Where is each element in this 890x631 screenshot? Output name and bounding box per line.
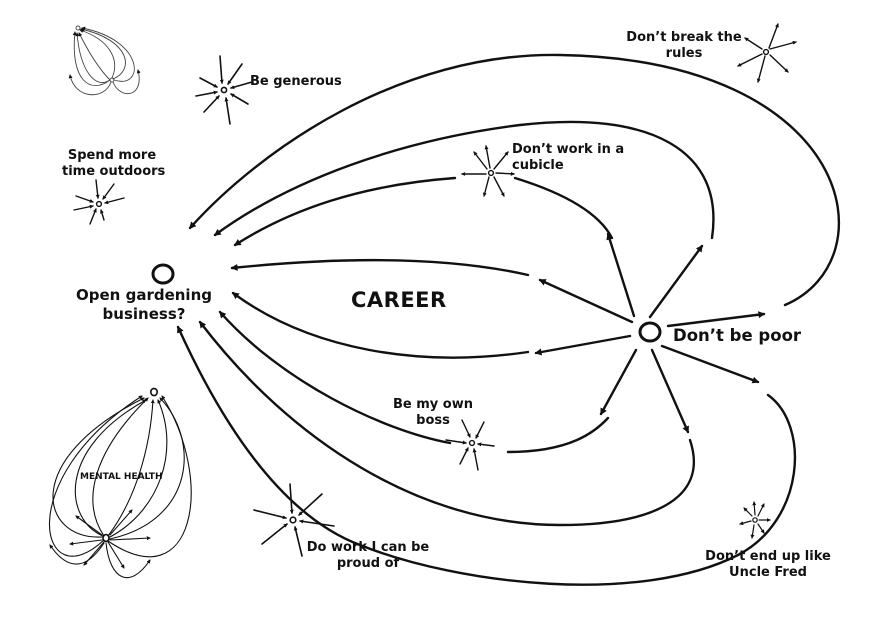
value-outdoors-line2: time outdoors (62, 164, 166, 180)
mental-health-label: MENTAL HEALTH (80, 472, 163, 482)
root-node-circle (638, 321, 662, 343)
edge-own-boss (218, 310, 452, 445)
center-node-label-line2: business? (102, 304, 186, 323)
star-outdoors (73, 179, 125, 225)
value-uncle-fred-line2: Uncle Fred (729, 565, 807, 581)
root-node-label: Don’t be poor (673, 326, 802, 345)
value-break-rules: Don’t break the rules (624, 30, 744, 63)
value-outdoors-line1: Spend more (67, 148, 157, 163)
center-node-label-line1: Open gardening (76, 286, 212, 304)
star-break-rules (737, 23, 797, 83)
value-be-generous: Be generous (250, 74, 342, 89)
star-uncle-fred (739, 501, 771, 539)
value-cubicle: Don’t work in a cubicle (512, 142, 624, 175)
sketch-mini-heart (68, 25, 141, 96)
edge-uncle-fred (176, 325, 797, 586)
edge-cubicle-in (513, 176, 614, 240)
value-proud: Do work I can be proud of (306, 540, 430, 573)
value-cubicle-line2: cubicle (512, 158, 564, 174)
edge-root-top-2 (213, 120, 715, 240)
value-proud-line1: Do work I can be (306, 540, 430, 555)
center-node-circle (151, 263, 175, 285)
star-own-boss (445, 419, 495, 471)
star-cubicle (461, 145, 515, 197)
value-proud-line2: proud of (336, 556, 400, 572)
center-node-label: Open gardening business? (59, 286, 229, 324)
edge-direct (230, 259, 530, 277)
sketch-mental-health (48, 387, 192, 579)
value-outdoors: Spend more time outdoors (62, 148, 166, 181)
value-own-boss-line2: boss (416, 413, 450, 429)
edge-root-outer-top (188, 53, 841, 307)
edge-cubicle (233, 176, 457, 247)
value-uncle-fred: Don’t end up like Uncle Fred (704, 549, 832, 582)
value-break-rules-line2: rules (665, 46, 703, 62)
value-uncle-fred-line1: Don’t end up like (705, 549, 831, 564)
edge-own-boss-out (506, 416, 610, 454)
star-be-generous (195, 55, 253, 125)
value-own-boss-line1: Be my own (393, 397, 473, 412)
value-break-rules-line1: Don’t break the (626, 30, 742, 45)
edge-lower-2 (198, 320, 696, 527)
diagram-title: CAREER (351, 288, 447, 312)
value-own-boss: Be my own boss (388, 397, 478, 430)
value-cubicle-line1: Don’t work in a (512, 142, 625, 157)
edge-lower-1 (231, 291, 530, 359)
star-proud (253, 483, 335, 557)
